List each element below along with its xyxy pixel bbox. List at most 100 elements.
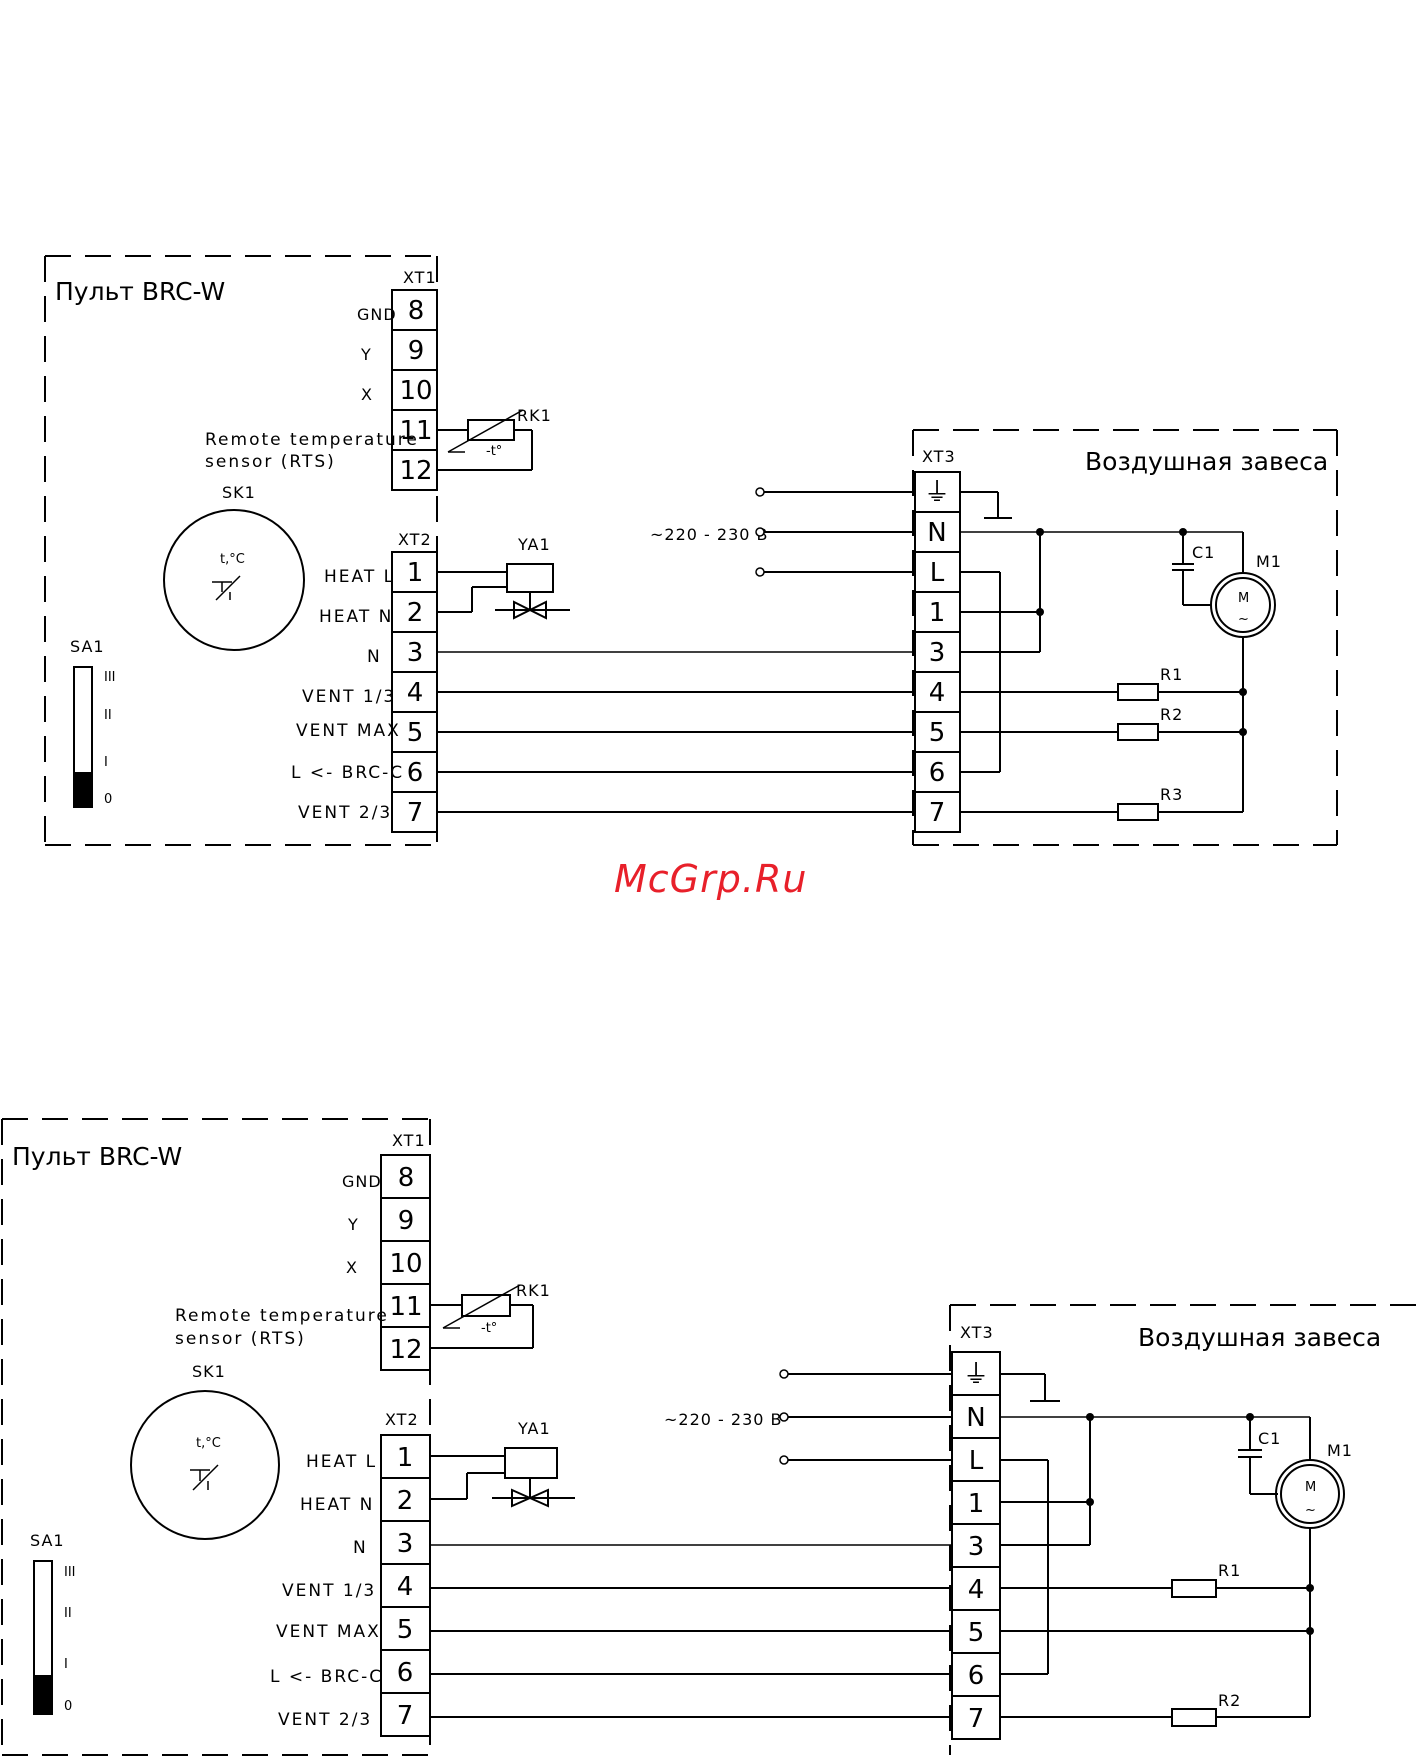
sa1-level-3-2: III <box>64 1565 76 1580</box>
xt1-terminal-11: 11 <box>389 1292 422 1322</box>
xt3-terminal-5-1: 5 <box>929 718 946 748</box>
xt2-terminal-2: 2 <box>407 598 424 628</box>
signal-x-2: X <box>346 1258 358 1277</box>
xt3-terminal-4-2: 4 <box>968 1575 985 1605</box>
xt3-terminal-5-2: 5 <box>968 1618 985 1648</box>
supply-label-1: ~220 - 230 В <box>650 525 769 544</box>
xt2-terminal-block-1: 1 2 3 4 5 6 7 <box>391 551 438 833</box>
curtain-title-2: Воздушная завеса <box>1138 1323 1381 1352</box>
ya1-valve-1 <box>437 563 570 620</box>
rk1-thermistor-2 <box>430 1284 534 1349</box>
sa1-level-3-1: III <box>104 670 116 685</box>
rk1-label-1: RK1 <box>517 406 552 425</box>
sa1-level-1-1: I <box>104 755 108 770</box>
supply-wires-1 <box>755 487 1012 577</box>
signal-y-2: Y <box>347 1215 359 1234</box>
diagram-2: Пульт BRC-W XT1 8 9 10 11 12 GND Y X Rem… <box>1 1118 1418 1756</box>
rk1-thermistor-1 <box>437 409 533 471</box>
xt2-terminal-block-2: 1 2 3 4 5 6 7 <box>380 1434 431 1737</box>
xt3-title-1: XT3 <box>922 447 956 466</box>
xt2-terminal-5: 5 <box>397 1615 414 1645</box>
xt1-terminal-10: 10 <box>389 1249 422 1279</box>
rk1-mark-1: -t° <box>486 444 502 459</box>
r1-label-2: R1 <box>1218 1561 1241 1580</box>
interconnect-wires-1 <box>437 651 915 813</box>
signal-l-brc-c-2: L <- BRC-C <box>270 1667 383 1687</box>
xt1-title-2: XT1 <box>392 1131 426 1150</box>
xt1-terminal-block-1: 8 9 10 11 12 <box>391 289 438 491</box>
xt1-terminal-9: 9 <box>408 336 425 366</box>
xt2-terminal-6: 6 <box>397 1658 414 1688</box>
xt2-terminal-7: 7 <box>407 798 424 828</box>
xt3-terminal-3-2: 3 <box>968 1532 985 1562</box>
sa1-level-1-2: I <box>64 1657 68 1672</box>
xt3-terminal-n-1: N <box>927 518 946 548</box>
m1-label-1: M1 <box>1256 552 1282 571</box>
xt3-terminal-1-2: 1 <box>968 1489 985 1519</box>
xt3-terminal-4-1: 4 <box>929 678 946 708</box>
sk1-label-2: SK1 <box>192 1362 226 1381</box>
diagram-1: Пульт BRC-W XT1 8 9 10 11 12 GND Y X Rem… <box>44 255 1338 846</box>
sk1-thermostat-2 <box>130 1390 280 1540</box>
signal-heat-n-1: HEAT N <box>319 607 393 627</box>
curtain-title-1: Воздушная завеса <box>1085 447 1328 476</box>
signal-vent-23-1: VENT 2/3 <box>298 803 392 823</box>
xt2-title-2: XT2 <box>385 1410 419 1429</box>
signal-heat-n-2: HEAT N <box>300 1495 374 1515</box>
curtain-frame-2 <box>949 1304 1418 1755</box>
xt1-terminal-10: 10 <box>399 376 432 406</box>
xt3-terminal-3-1: 3 <box>929 638 946 668</box>
sa1-level-0-1: 0 <box>104 792 112 807</box>
curtain-wiring-2 <box>1000 1413 1345 1727</box>
xt2-title-1: XT2 <box>398 530 432 549</box>
supply-wires-2 <box>779 1369 1060 1465</box>
xt2-terminal-1: 1 <box>397 1443 414 1473</box>
rts-label-line2-2: sensor (RTS) <box>175 1329 306 1349</box>
sk1-thermostat-1 <box>163 509 305 651</box>
ya1-label-1: YA1 <box>517 535 551 554</box>
rts-label-line2-1: sensor (RTS) <box>205 452 336 472</box>
ya1-label-2: YA1 <box>517 1419 551 1438</box>
xt1-terminal-8: 8 <box>398 1163 415 1193</box>
sa1-label-2: SA1 <box>30 1531 65 1550</box>
xt2-terminal-4: 4 <box>407 678 424 708</box>
panel-title-2: Пульт BRC-W <box>12 1142 182 1171</box>
r3-label-1: R3 <box>1160 785 1183 804</box>
sa1-switch-1 <box>73 666 93 808</box>
xt3-terminal-l-2: L <box>969 1446 984 1476</box>
sa1-switch-2 <box>33 1560 53 1715</box>
xt2-terminal-5: 5 <box>407 718 424 748</box>
m1-letter-1: M <box>1238 591 1249 606</box>
sk1-mark-2: t,°C <box>196 1436 221 1451</box>
rk1-mark-2: -t° <box>481 1321 497 1336</box>
watermark: McGrp.Ru <box>614 857 807 901</box>
m1-tilde-2: ~ <box>1305 1503 1316 1518</box>
sa1-label-1: SA1 <box>70 637 105 656</box>
xt1-terminal-11: 11 <box>399 416 432 446</box>
signal-y-1: Y <box>360 345 372 364</box>
signal-vent-max-1: VENT MAX <box>296 721 401 741</box>
signal-x-1: X <box>361 385 373 404</box>
sa1-level-2-2: II <box>64 1606 72 1621</box>
rts-label-line1-2: Remote temperature <box>175 1306 389 1326</box>
xt2-terminal-3: 3 <box>397 1529 414 1559</box>
signal-vent-13-2: VENT 1/3 <box>282 1581 376 1601</box>
sk1-label-1: SK1 <box>222 483 256 502</box>
xt3-terminal-pe-2: ⏚ <box>963 1360 989 1390</box>
signal-n-2: N <box>353 1538 368 1558</box>
xt3-terminal-block-2: ⏚ N L 1 3 4 5 6 7 <box>951 1351 1001 1740</box>
xt3-terminal-7-1: 7 <box>929 798 946 828</box>
xt1-terminal-8: 8 <box>408 296 425 326</box>
xt1-title-1: XT1 <box>403 268 437 287</box>
signal-l-brc-c-1: L <- BRC-C <box>291 763 404 783</box>
xt2-terminal-4: 4 <box>397 1572 414 1602</box>
sk1-mark-1: t,°C <box>220 552 245 567</box>
sa1-level-2-1: II <box>104 708 112 723</box>
xt3-terminal-6-1: 6 <box>929 758 946 788</box>
xt3-terminal-7-2: 7 <box>968 1704 985 1734</box>
xt3-title-2: XT3 <box>960 1323 994 1342</box>
signal-heat-l-1: HEAT L <box>324 567 395 587</box>
xt2-terminal-2: 2 <box>397 1486 414 1516</box>
